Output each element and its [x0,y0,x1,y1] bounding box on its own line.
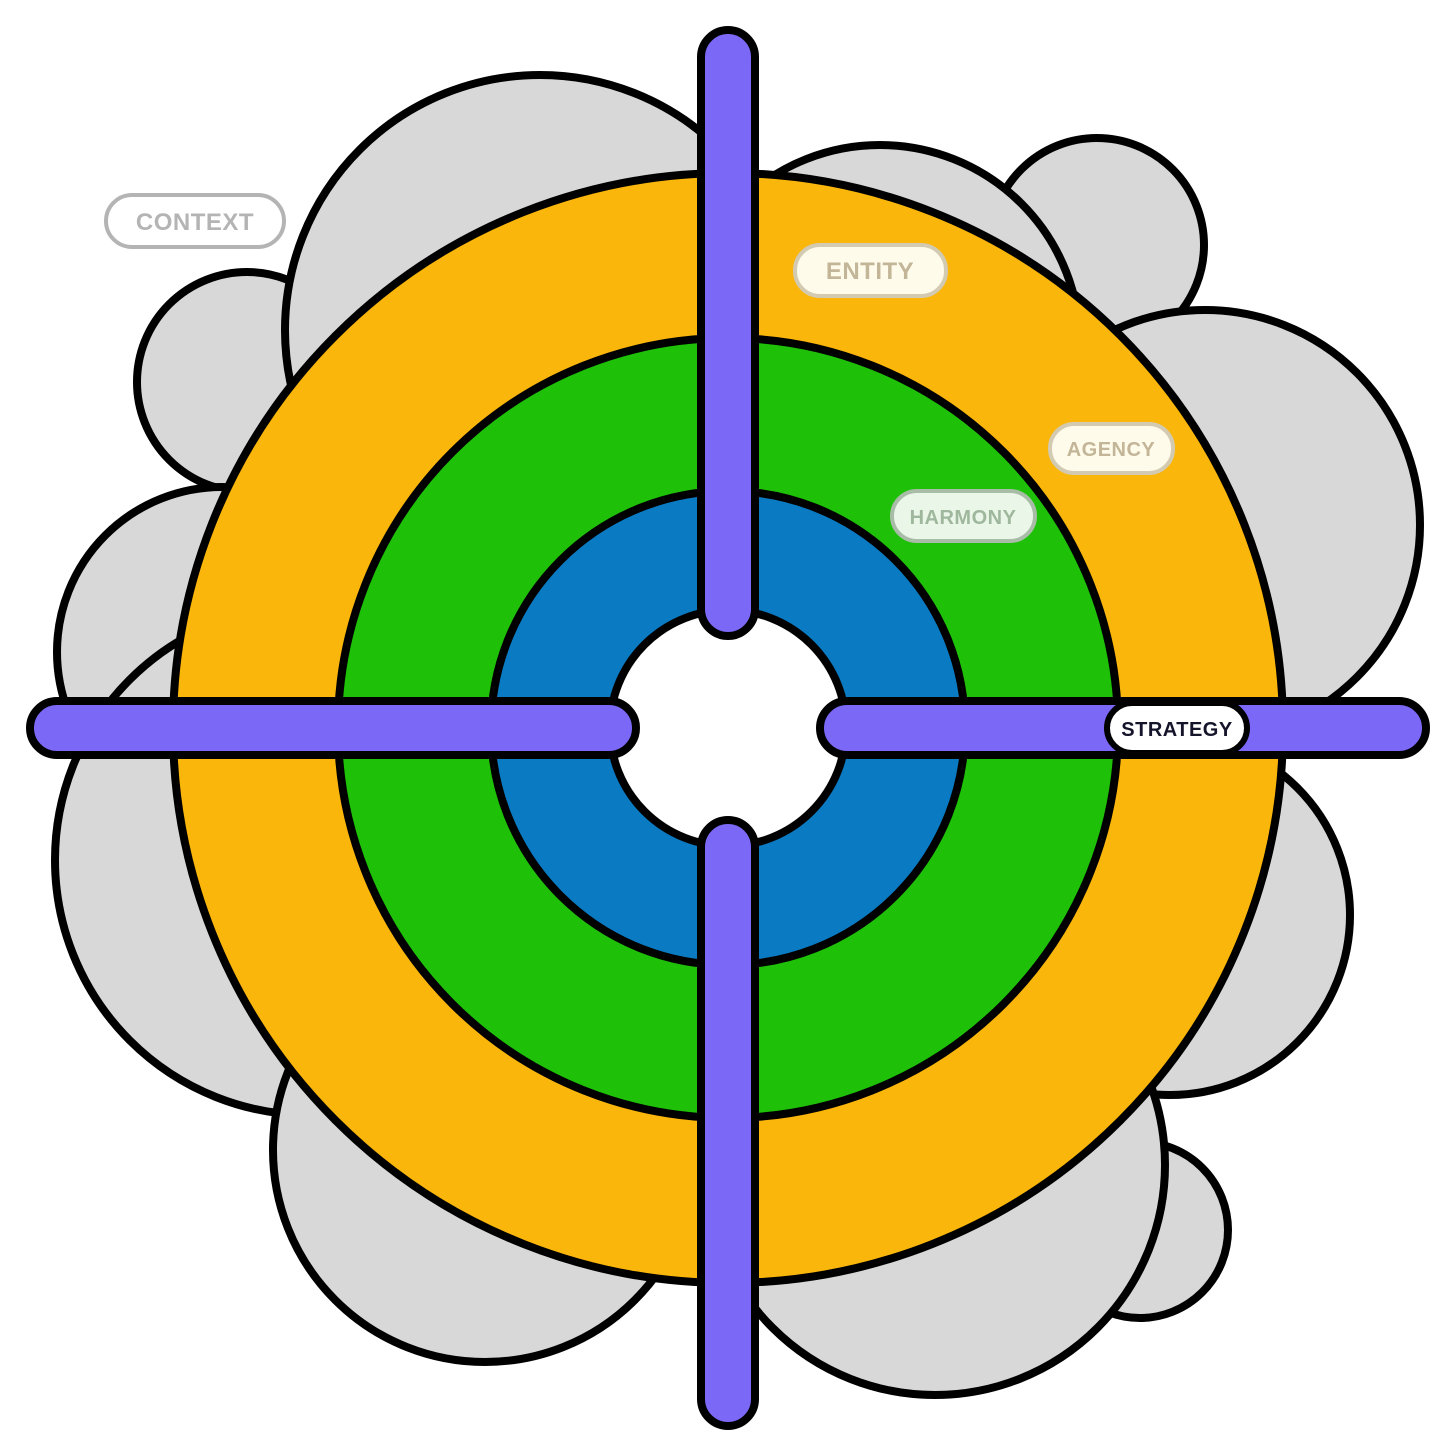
label-agency: AGENCY [1048,422,1175,475]
label-context: CONTEXT [104,193,286,249]
label-harmony: HARMONY [890,489,1037,543]
agency-label: AGENCY [1067,439,1156,461]
label-pill [890,489,1037,543]
crosshair-bar-left [26,697,640,759]
label-entity: ENTITY [793,243,948,298]
label-strategy: STRATEGY [1104,700,1250,756]
label-pill [793,243,948,298]
label-pill [1048,422,1175,475]
label-pill [104,193,286,249]
crosshair-bar-bottom [697,816,759,1430]
harmony-label: HARMONY [910,507,1017,529]
entity-label: ENTITY [826,258,914,285]
crosshair-bar-top [697,26,759,640]
context-label: CONTEXT [136,209,254,236]
strategy-label: STRATEGY [1121,719,1233,741]
label-pill [1104,700,1250,756]
center-hole [606,606,850,850]
crosshair [26,26,1430,1430]
